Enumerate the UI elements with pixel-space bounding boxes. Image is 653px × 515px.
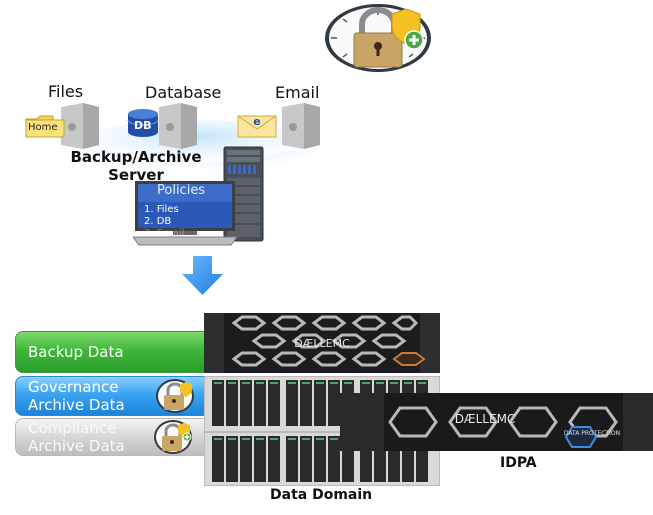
drive-bay	[300, 436, 312, 482]
drive-led	[270, 438, 278, 440]
drive-bay	[226, 380, 238, 426]
dell-emc-logo: DÆLLEMC	[294, 337, 350, 350]
file-server-icon	[61, 103, 99, 149]
down-arrow-icon	[182, 256, 223, 295]
drive-led	[344, 382, 352, 384]
idpa-appliance: DÆLLEMC DATA PROTECTION	[340, 393, 653, 451]
email-server-icon	[282, 103, 320, 149]
drive-bay	[286, 436, 298, 482]
backup-data-bar: Backup Data	[15, 331, 210, 373]
compliance-label-line2: Archive Data	[28, 437, 125, 455]
database-server-icon	[159, 103, 197, 149]
policies-monitor	[133, 181, 237, 246]
drive-bay	[240, 436, 252, 482]
drive-led	[362, 382, 370, 384]
drive-led	[242, 382, 250, 384]
drive-bay	[268, 436, 280, 482]
drive-led	[228, 438, 236, 440]
drive-bay	[328, 380, 340, 426]
dell-emc-logo: DÆLLEMC	[455, 412, 516, 426]
data-protection-badge: DATA PROTECTION	[564, 430, 620, 437]
drive-led	[242, 438, 250, 440]
drive-led	[288, 438, 296, 440]
drive-led	[302, 382, 310, 384]
backup-archive-server-label: Backup/Archive Server	[60, 148, 212, 184]
data-domain-label: Data Domain	[270, 487, 373, 503]
database-badge-label: DB	[134, 119, 152, 132]
policies-title: Policies	[157, 183, 206, 198]
server-label-line2: Server	[108, 166, 164, 184]
policy-item: 2. DB	[144, 216, 172, 227]
database-icon	[127, 109, 159, 137]
drive-bay	[268, 380, 280, 426]
drive-led	[418, 382, 426, 384]
governance-label-line1: Governance	[28, 378, 119, 396]
drive-led	[288, 382, 296, 384]
source-label-database: Database	[145, 83, 222, 102]
policy-item: 1. Files	[144, 204, 179, 215]
drive-bay	[226, 436, 238, 482]
drive-bay	[300, 380, 312, 426]
drive-led	[404, 382, 412, 384]
drive-bay	[254, 380, 266, 426]
drive-led	[256, 438, 264, 440]
compliance-lock-icon	[154, 420, 192, 454]
drive-bay	[254, 436, 266, 482]
clock-lock-icon	[325, 4, 431, 72]
idpa-label: IDPA	[500, 455, 537, 471]
source-label-email: Email	[275, 83, 320, 102]
governance-label-line2: Archive Data	[28, 396, 125, 414]
drive-led	[330, 438, 338, 440]
source-label-files: Files	[48, 82, 84, 101]
drive-led	[316, 382, 324, 384]
drive-led	[214, 438, 222, 440]
drive-bay	[314, 380, 326, 426]
drive-led	[214, 382, 222, 384]
folder-badge-label: Home	[28, 122, 58, 133]
envelope-icon: e	[237, 115, 277, 138]
folder-icon	[25, 115, 65, 138]
policy-item: 3. Email	[144, 228, 185, 239]
drive-bay	[314, 436, 326, 482]
data-domain-head-unit: DÆLLEMC	[204, 313, 440, 373]
governance-lock-icon	[156, 379, 194, 413]
drive-bay	[286, 380, 298, 426]
drive-bay	[328, 436, 340, 482]
compliance-label-line1: Compliance	[28, 419, 117, 437]
drive-led	[256, 382, 264, 384]
drive-bay	[212, 380, 224, 426]
server-label-line1: Backup/Archive	[70, 148, 202, 166]
backup-data-label: Backup Data	[28, 343, 124, 361]
drive-led	[316, 438, 324, 440]
drive-bay	[212, 436, 224, 482]
drive-led	[228, 382, 236, 384]
drive-led	[390, 382, 398, 384]
drive-led	[330, 382, 338, 384]
drive-bay	[240, 380, 252, 426]
drive-led	[376, 382, 384, 384]
drive-led	[302, 438, 310, 440]
svg-text:e: e	[253, 115, 260, 128]
drive-led	[270, 382, 278, 384]
